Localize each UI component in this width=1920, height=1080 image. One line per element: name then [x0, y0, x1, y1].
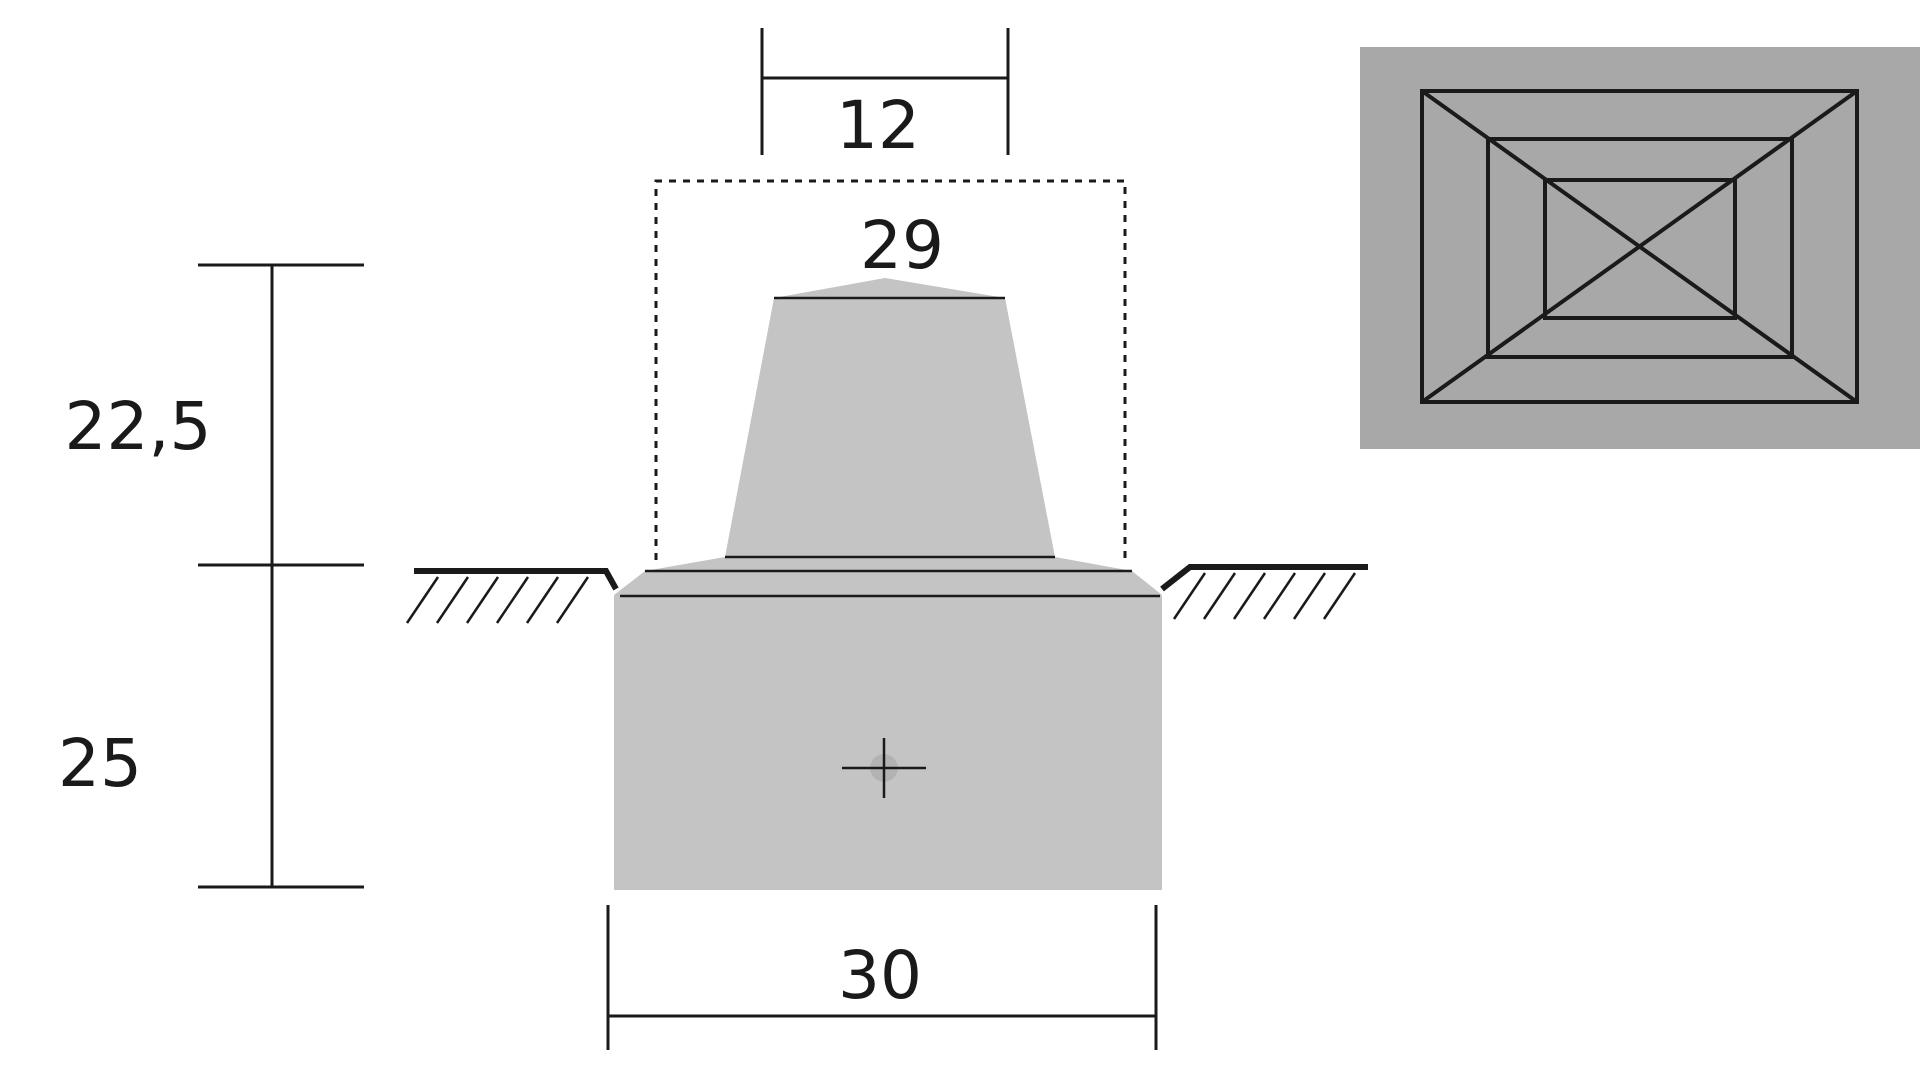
dimension-top-width: 12	[760, 28, 1010, 164]
plan-diagonal-2	[1420, 89, 1859, 404]
base-block	[614, 595, 1162, 890]
plan-view	[1360, 47, 1920, 449]
tapered-top	[725, 298, 1055, 557]
plan-middle-rect	[1486, 137, 1794, 359]
section-view	[614, 278, 1162, 890]
plan-inner-rect	[1543, 178, 1737, 320]
top-cap	[774, 278, 1005, 298]
plan-outer-rect	[1420, 89, 1859, 404]
ground-right	[1160, 564, 1368, 620]
label-top-width: 12	[836, 87, 920, 164]
dimension-base-width: 30	[606, 905, 1158, 1050]
center-mark-icon	[842, 738, 926, 798]
dashed-envelope	[654, 179, 1127, 560]
ground-left	[405, 568, 619, 624]
ledge-shoulder	[645, 557, 1132, 571]
label-lower-height: 25	[58, 725, 142, 802]
label-mid-width: 29	[860, 207, 944, 284]
label-base-width: 30	[838, 937, 922, 1014]
dimension-heights: 22,5 25	[58, 263, 364, 889]
ledge	[614, 571, 1162, 595]
label-upper-height: 22,5	[65, 388, 212, 465]
